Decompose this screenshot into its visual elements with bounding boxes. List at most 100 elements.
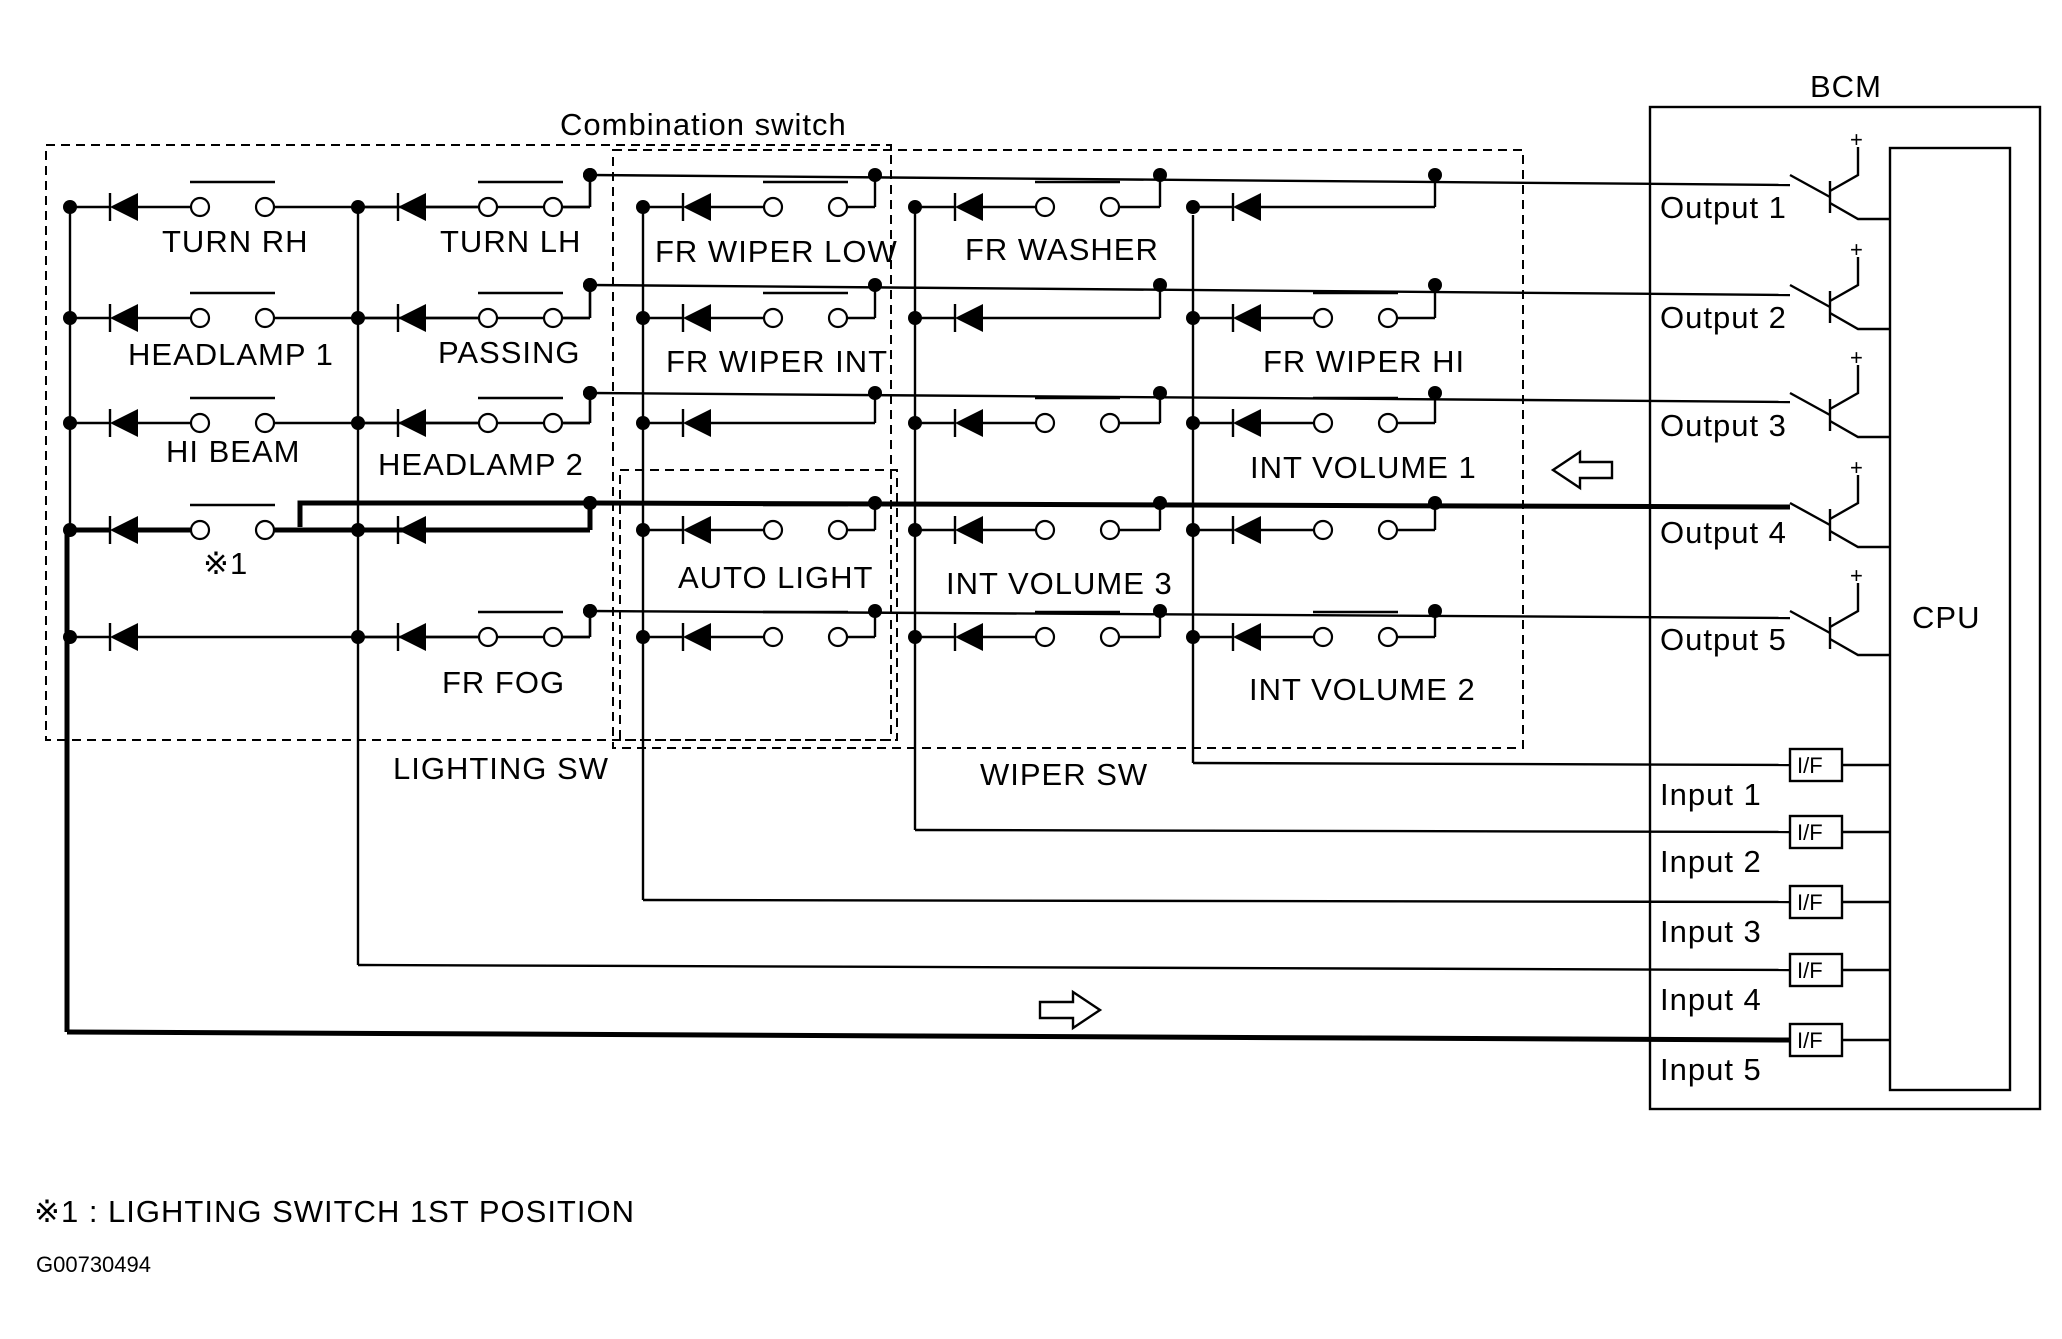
switch-label-turn-lh: TURN LH (440, 224, 581, 259)
diode-icon (955, 409, 983, 437)
switch-cell (1186, 278, 1442, 332)
transistor-plus: + (1850, 237, 1863, 262)
diode-icon (110, 516, 138, 544)
junction-dot (1186, 416, 1200, 430)
output-label: Output 4 (1660, 515, 1787, 550)
junction-dot (1186, 523, 1200, 537)
flow-arrow-left (1550, 449, 1614, 491)
output-label: Output 1 (1660, 190, 1787, 225)
output-label: Output 2 (1660, 300, 1787, 335)
switch-contact (254, 307, 276, 329)
switch-contact (1099, 412, 1121, 434)
switch-contact (1034, 412, 1056, 434)
bcm-box (1648, 105, 2042, 1111)
combination-switch-label: Combination switch (560, 107, 847, 142)
diode-icon (110, 409, 138, 437)
junction-dot (908, 416, 922, 430)
junction-dot (908, 630, 922, 644)
diode-icon (398, 516, 426, 544)
input-label: Input 1 (1660, 777, 1762, 812)
switch-contact (189, 412, 211, 434)
diode-icon (110, 193, 138, 221)
switch-label-int-volume-1: INT VOLUME 1 (1250, 450, 1477, 485)
junction-dot (63, 523, 77, 537)
junction-dot (868, 604, 882, 618)
junction-dot (351, 311, 365, 325)
diode-icon (683, 516, 711, 544)
input-label: Input 3 (1660, 914, 1762, 949)
switch-contact (189, 196, 211, 218)
combination-switch-inner-box (619, 469, 898, 741)
switch-label-fr-wiper-hi: FR WIPER HI (1263, 344, 1465, 379)
junction-dot (351, 200, 365, 214)
switch-contact (1377, 307, 1399, 329)
junction-dot (868, 386, 882, 400)
junction-dot (583, 278, 597, 292)
diode-icon (398, 623, 426, 651)
junction-dot (583, 386, 597, 400)
output-label: Output 3 (1660, 408, 1787, 443)
junction-dot (908, 523, 922, 537)
interface-label: I/F (1797, 1028, 1823, 1053)
switch-contact (1312, 412, 1334, 434)
diode-icon (110, 623, 138, 651)
switch-contact (1034, 519, 1056, 541)
junction-dot (63, 311, 77, 325)
input-label: Input 2 (1660, 844, 1762, 879)
switch-contact (762, 307, 784, 329)
region-boxes (45, 105, 2042, 1111)
switch-cell (63, 386, 597, 437)
cpu-box (1888, 146, 2012, 1092)
switch-label-turn-rh: TURN RH (162, 224, 309, 259)
switch-contact (762, 519, 784, 541)
switch-label-headlamp-1: HEADLAMP 1 (128, 337, 334, 372)
junction-dot (1153, 168, 1167, 182)
junction-dot (908, 311, 922, 325)
switch-cell (63, 168, 597, 221)
wiper-sw-label: WIPER SW (980, 757, 1148, 792)
switch-cell (351, 168, 597, 221)
diode-icon (398, 409, 426, 437)
switch-label-int-volume-3: INT VOLUME 3 (946, 566, 1173, 601)
transistor-plus: + (1850, 563, 1863, 588)
junction-dot (351, 416, 365, 430)
switch-contact (1099, 196, 1121, 218)
junction-dot (1428, 386, 1442, 400)
switch-label-hi-beam: HI BEAM (166, 434, 300, 469)
switch-contact (254, 196, 276, 218)
switch-cell (908, 278, 1167, 332)
note-mark: ※1 (203, 546, 248, 581)
switch-contact (254, 412, 276, 434)
lighting-sw-label: LIGHTING SW (393, 751, 609, 786)
junction-dot (583, 496, 597, 510)
switch-label-fr-fog: FR FOG (442, 665, 565, 700)
junction-dot (1153, 496, 1167, 510)
diode-icon (683, 409, 711, 437)
wiper-switch-box (612, 149, 1524, 749)
switch-cell (636, 496, 882, 544)
switch-contact (254, 519, 276, 541)
transistor-plus: + (1850, 345, 1863, 370)
transistor-plus: + (1850, 127, 1863, 152)
switch-cell (636, 278, 882, 332)
diode-icon (398, 193, 426, 221)
interface-label: I/F (1797, 820, 1823, 845)
flow-arrow-right (1038, 989, 1103, 1031)
interface-label: I/F (1797, 958, 1823, 983)
switch-cell (351, 604, 597, 651)
switch-contact (1099, 626, 1121, 648)
switch-cell (1186, 168, 1442, 221)
transistor-plus: + (1850, 455, 1863, 480)
switch-contact (762, 626, 784, 648)
junction-dot (1153, 278, 1167, 292)
diode-icon (955, 623, 983, 651)
switch-label-fr-washer: FR WASHER (965, 232, 1159, 267)
lighting-switch-box (45, 144, 892, 741)
junction-dot (351, 630, 365, 644)
diode-icon (955, 304, 983, 332)
diode-icon (683, 304, 711, 332)
switch-cell (636, 386, 882, 437)
diode-icon (683, 193, 711, 221)
switch-contact (827, 626, 849, 648)
diode-icon (1233, 409, 1261, 437)
